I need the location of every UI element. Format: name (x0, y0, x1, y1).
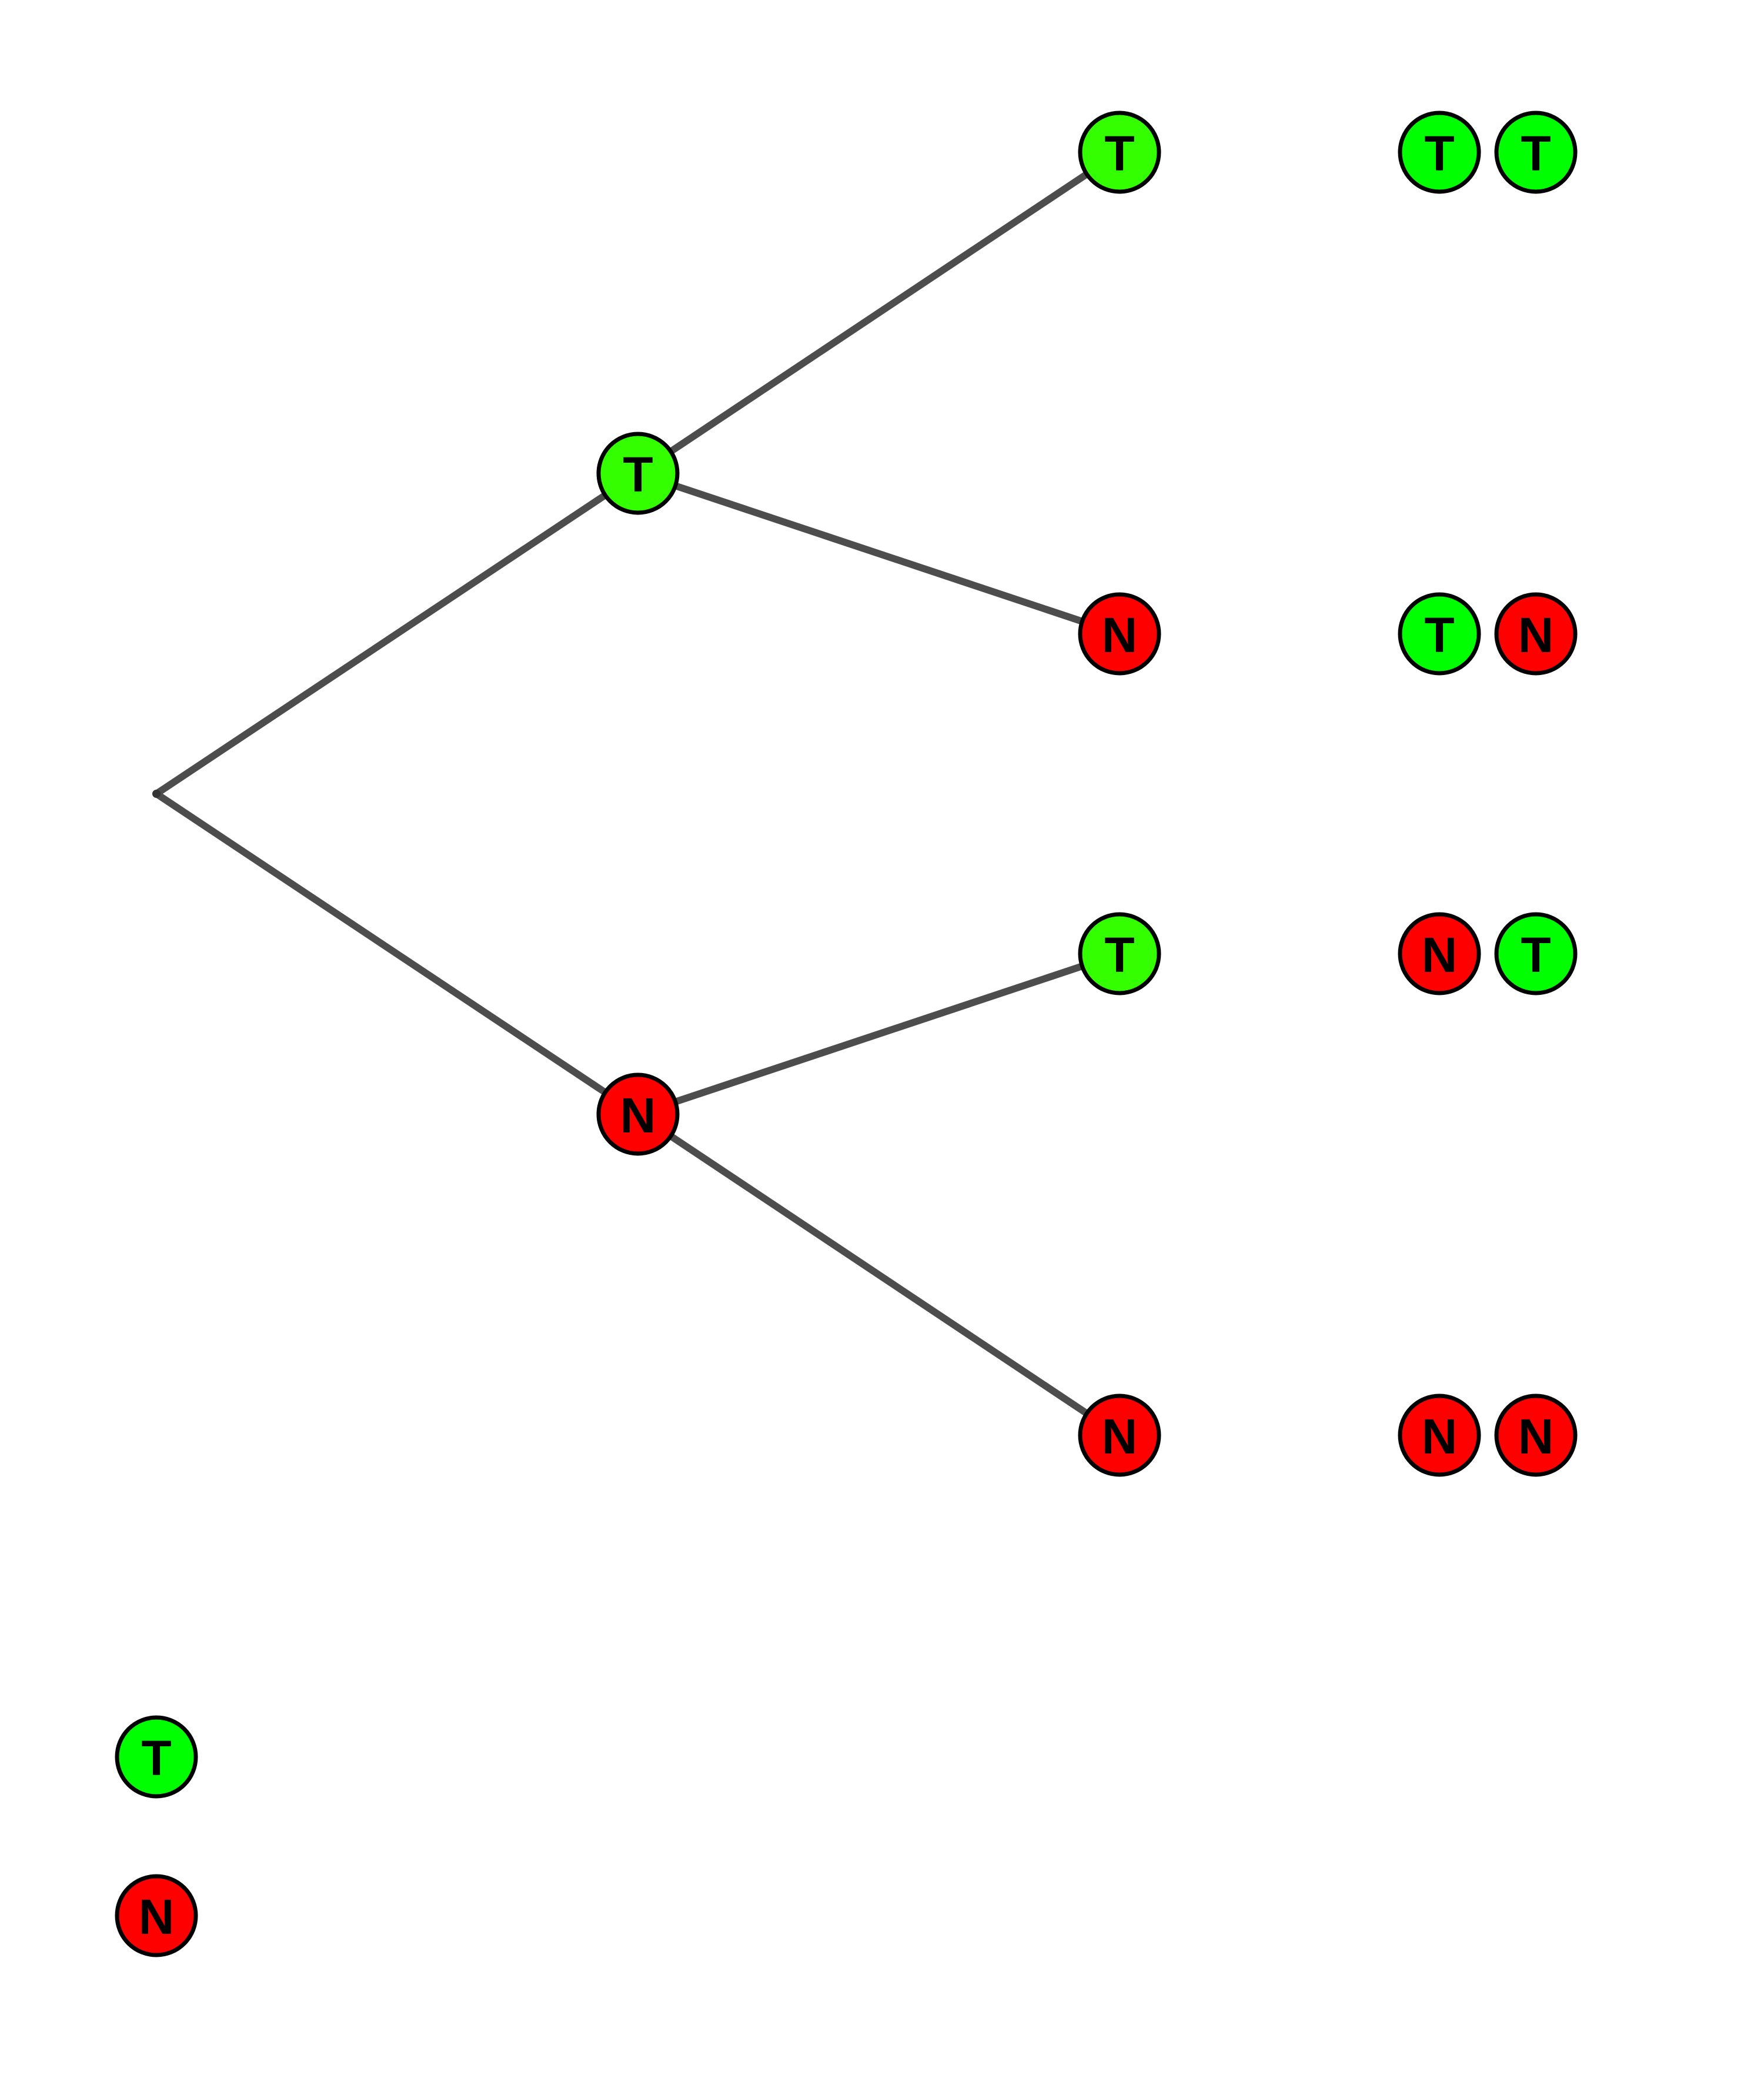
node-label: N (139, 1889, 175, 1944)
node-label: N (620, 1088, 656, 1143)
node-label: N (1102, 607, 1138, 663)
node-circle (115, 1874, 198, 1957)
node-circle (1398, 111, 1481, 194)
node-label: N (1518, 1409, 1554, 1464)
legend: TN (115, 1715, 198, 1957)
node-label: N (1102, 1409, 1138, 1464)
node-label: T (1104, 927, 1134, 983)
outcome-node: N (1398, 912, 1481, 995)
branch-node-n: N (596, 1072, 680, 1156)
tree-nodes: T T N N T N (596, 111, 1161, 1477)
outcome-node: N (1494, 592, 1578, 676)
node-circle (596, 1072, 680, 1156)
node-label: T (141, 1730, 171, 1786)
node-label: T (1521, 927, 1551, 983)
root-point (152, 790, 161, 798)
node-circle (1078, 592, 1161, 676)
outcome-node: T (1494, 111, 1578, 194)
outcome-node: T (1398, 111, 1481, 194)
node-label: N (1422, 1409, 1458, 1464)
tree-edge (634, 470, 1123, 637)
leaf-node-n-n: N (1078, 1394, 1161, 1477)
leaf-node-t-t: T (1078, 111, 1161, 194)
node-circle (1494, 1394, 1578, 1477)
branch-node-t: T (596, 432, 680, 515)
tree-edge (634, 1111, 1123, 1439)
outcome-node: T (1398, 592, 1481, 676)
node-label: T (1424, 607, 1454, 663)
leaf-node-t-n: N (1078, 592, 1161, 676)
node-circle (1398, 592, 1481, 676)
tree-edges (152, 149, 1123, 1439)
tree-edge (153, 790, 642, 1118)
outcome-node: N (1494, 1394, 1578, 1477)
node-circle (1494, 111, 1578, 194)
node-circle (1078, 1394, 1161, 1477)
leaf-node-n-t: T (1078, 912, 1161, 995)
tree-edge (634, 149, 1123, 477)
node-label: T (1424, 126, 1454, 181)
node-label: N (1518, 607, 1554, 663)
tree-edge (153, 470, 642, 797)
node-label: T (623, 447, 653, 502)
node-label: T (1104, 126, 1134, 181)
node-circle (115, 1715, 198, 1799)
outcome-node: N (1398, 1394, 1481, 1477)
node-label: N (1422, 927, 1458, 983)
tree-edge (634, 950, 1123, 1118)
node-circle (596, 432, 680, 515)
legend-item-t: T (115, 1715, 198, 1799)
legend-item-n: N (115, 1874, 198, 1957)
node-label: T (1521, 126, 1551, 181)
node-circle (1398, 912, 1481, 995)
node-circle (1078, 111, 1161, 194)
node-circle (1494, 592, 1578, 676)
node-circle (1078, 912, 1161, 995)
node-circle (1398, 1394, 1481, 1477)
outcome-node: T (1494, 912, 1578, 995)
node-circle (1494, 912, 1578, 995)
